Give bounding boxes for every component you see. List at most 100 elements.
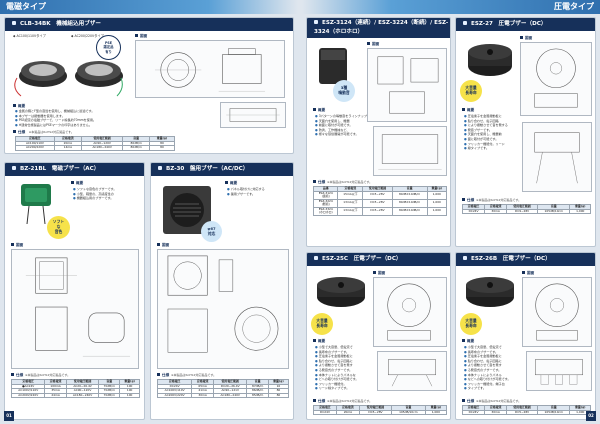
buzzer-photo: [163, 186, 211, 234]
overview-item: 長寿命のブザーです。: [464, 350, 524, 355]
overview-item: などへの取り付けが可能です。: [464, 377, 524, 382]
overview-item: 線タイプです。: [464, 146, 520, 151]
spec-cell: DC9~28V: [506, 208, 539, 214]
spec-cell: 85dB/m: [246, 392, 269, 398]
overview-item: 長寿命のブザーです。: [315, 350, 375, 355]
overview-item: 発音ブザーです。: [464, 128, 520, 133]
spec-cell: 14mA: [53, 145, 82, 151]
spec-cell: 30mA: [484, 208, 508, 214]
overview-list: 金属の箱とF型の音質を使用し、機械組込に最適です。 本ブザーは振動器を使用します…: [15, 109, 205, 127]
spec-cell: 80: [267, 392, 290, 398]
drawing-label: 図面: [11, 243, 23, 248]
overview-list: 3パターンの鳴動音をラインナップ 天面穴を使用し、機器 前面に取付が可能です。 …: [315, 114, 367, 137]
buzzer-photo: [468, 44, 512, 76]
buzzer-photo: [319, 48, 347, 84]
spec-note: ※本製品はRoHS2対応製品です。: [476, 399, 522, 403]
overview-item: 本ブザーは振動器を使用します。: [15, 114, 205, 119]
spec-label: 仕様 ※本製品はRoHS2対応製品です。: [13, 130, 74, 135]
square-icon: [463, 21, 467, 25]
overview-item: 本体ナットによりパネルな: [315, 373, 375, 378]
overview-item: 天面穴を使用し、機器前: [464, 132, 520, 137]
spec-cell: DC5~28V: [362, 198, 393, 208]
panel-title-text: BZ-30 盤用ブザー（AC/DC）: [166, 166, 249, 172]
overview-item: より振動させて音を発す: [315, 363, 375, 368]
spec-cell: 30mA: [484, 409, 508, 415]
spec-cell: 105dB/10cm: [537, 208, 571, 214]
right-page: 圧電タイプ ESZ-3124（連続）/ ESZ-3224（断続）/ ESZ-33…: [302, 0, 600, 424]
spec-cell: 70dB/m: [98, 392, 121, 398]
side-drawing: [377, 351, 447, 391]
overview-item: フリッカー機能付。: [315, 382, 375, 387]
spec-cell: 24mA: [44, 392, 67, 398]
dimension-drawing: [367, 48, 447, 122]
panel-esz-27: ESZ-27 圧電ブザー（DC） 大音量 長寿命 図面 概要 圧電素子を金属振動…: [455, 17, 596, 247]
panel-title-text: BZ-21BL 電磁ブザー（AC）: [20, 166, 100, 172]
spec-cell: 80dB±10dB/m: [391, 190, 428, 200]
overview-item: 貼り合わせ、電子回路に: [464, 359, 524, 364]
overview-label: 概要: [225, 181, 237, 186]
spec-cell: 1,000: [426, 190, 448, 200]
buzzer-photo: [466, 277, 514, 307]
square-icon: [314, 20, 318, 24]
spec-cell: 80dB±10dB/m: [391, 198, 428, 208]
pse-callout: PSE 認定品 有り: [96, 35, 121, 60]
dimension-drawing: [157, 249, 289, 369]
drawing-label: 図面: [135, 34, 147, 39]
spec-cell: AC180~240V: [80, 145, 124, 151]
panel-title: CLB-34BK 機械組込用ブザー: [5, 18, 293, 31]
overview-item: 機器組込用のブザーです。: [73, 196, 143, 201]
spec-cell: 30mA: [191, 392, 214, 398]
overview-list: パネル取付けに対応する 盤用ブザーです。: [227, 187, 291, 196]
spec-cell: AC200/220V: [15, 145, 55, 151]
overview-item: 小型で大音量、低電流で: [315, 345, 375, 350]
overview-item: リード線タイプです。: [315, 386, 375, 391]
overview-item: より振動させて音を発す: [464, 363, 524, 368]
spec-header-row: 品番定格電流使用電圧範囲音量重量(g): [312, 186, 448, 192]
spec-label: 仕様: [157, 373, 169, 378]
phi67-callout: φ67 対応: [201, 221, 222, 242]
spec-label: 仕様: [462, 399, 474, 404]
spec-cell: 100: [119, 392, 140, 398]
overview-list: ソフトな音色のブザーです。 小型、軽量の、高感度性の 機器組込用のブザーです。: [73, 187, 143, 201]
spec-label: 仕様: [313, 180, 325, 185]
square-icon: [12, 21, 16, 25]
overview-item: 小型で大音量、低電流で: [464, 345, 524, 350]
spec-note: ※本製品はRoHS2対応製品です。: [327, 180, 373, 184]
dimension-drawing: [373, 277, 447, 347]
drawing-label: 図面: [520, 36, 532, 41]
banner-piezo: 圧電タイプ: [302, 0, 600, 14]
spec-cell: ESZ-3124 (連続): [312, 190, 339, 200]
spec-cell: AC200V/220V: [156, 392, 193, 398]
page-number: 01: [4, 411, 14, 421]
spec-cell: AC180~240V: [65, 392, 100, 398]
spec-cell: 13mA以下: [337, 198, 364, 208]
overview-item: 前面に取付が可能です。: [315, 123, 367, 128]
spec-cell: ESZ-3224 (断続): [312, 198, 339, 208]
overview-item: どへの取り付けが可能です。: [315, 377, 375, 382]
panel-title-text: ESZ-26B 圧電ブザー（DC）: [471, 256, 551, 262]
panel-clb-34bk: CLB-34BK 機械組込用ブザー ◆ AC100/110Vタイプ ◆ AC20…: [4, 17, 294, 154]
overview-item: 様々な環境展開が可能です。: [315, 132, 367, 137]
panel-bz-21bl: BZ-21BL 電磁ブザー（AC） ソフト な 音色 概要 ソフトな音色のブザー…: [4, 162, 145, 420]
overview-item: 3パターンの鳴動音をラインナップ: [315, 114, 367, 119]
drawing-label: 図面: [157, 243, 169, 248]
spec-cell: DC5~28V: [506, 409, 539, 415]
spec-label: 仕様: [313, 399, 325, 404]
spec-cell: 105dB/10cm: [390, 409, 426, 415]
panel-title-text: ESZ-3124（連続）/ ESZ-3224（断続）/ ESZ-3324（ホロホ…: [314, 20, 449, 35]
spec-cell: 80: [148, 145, 176, 151]
overview-label: 概要: [313, 339, 325, 344]
loud-longlife-callout: 大音量 長寿命: [460, 313, 482, 335]
spec-note: ※本製品はRoHS2対応製品です。: [28, 130, 74, 134]
square-icon: [12, 166, 16, 170]
